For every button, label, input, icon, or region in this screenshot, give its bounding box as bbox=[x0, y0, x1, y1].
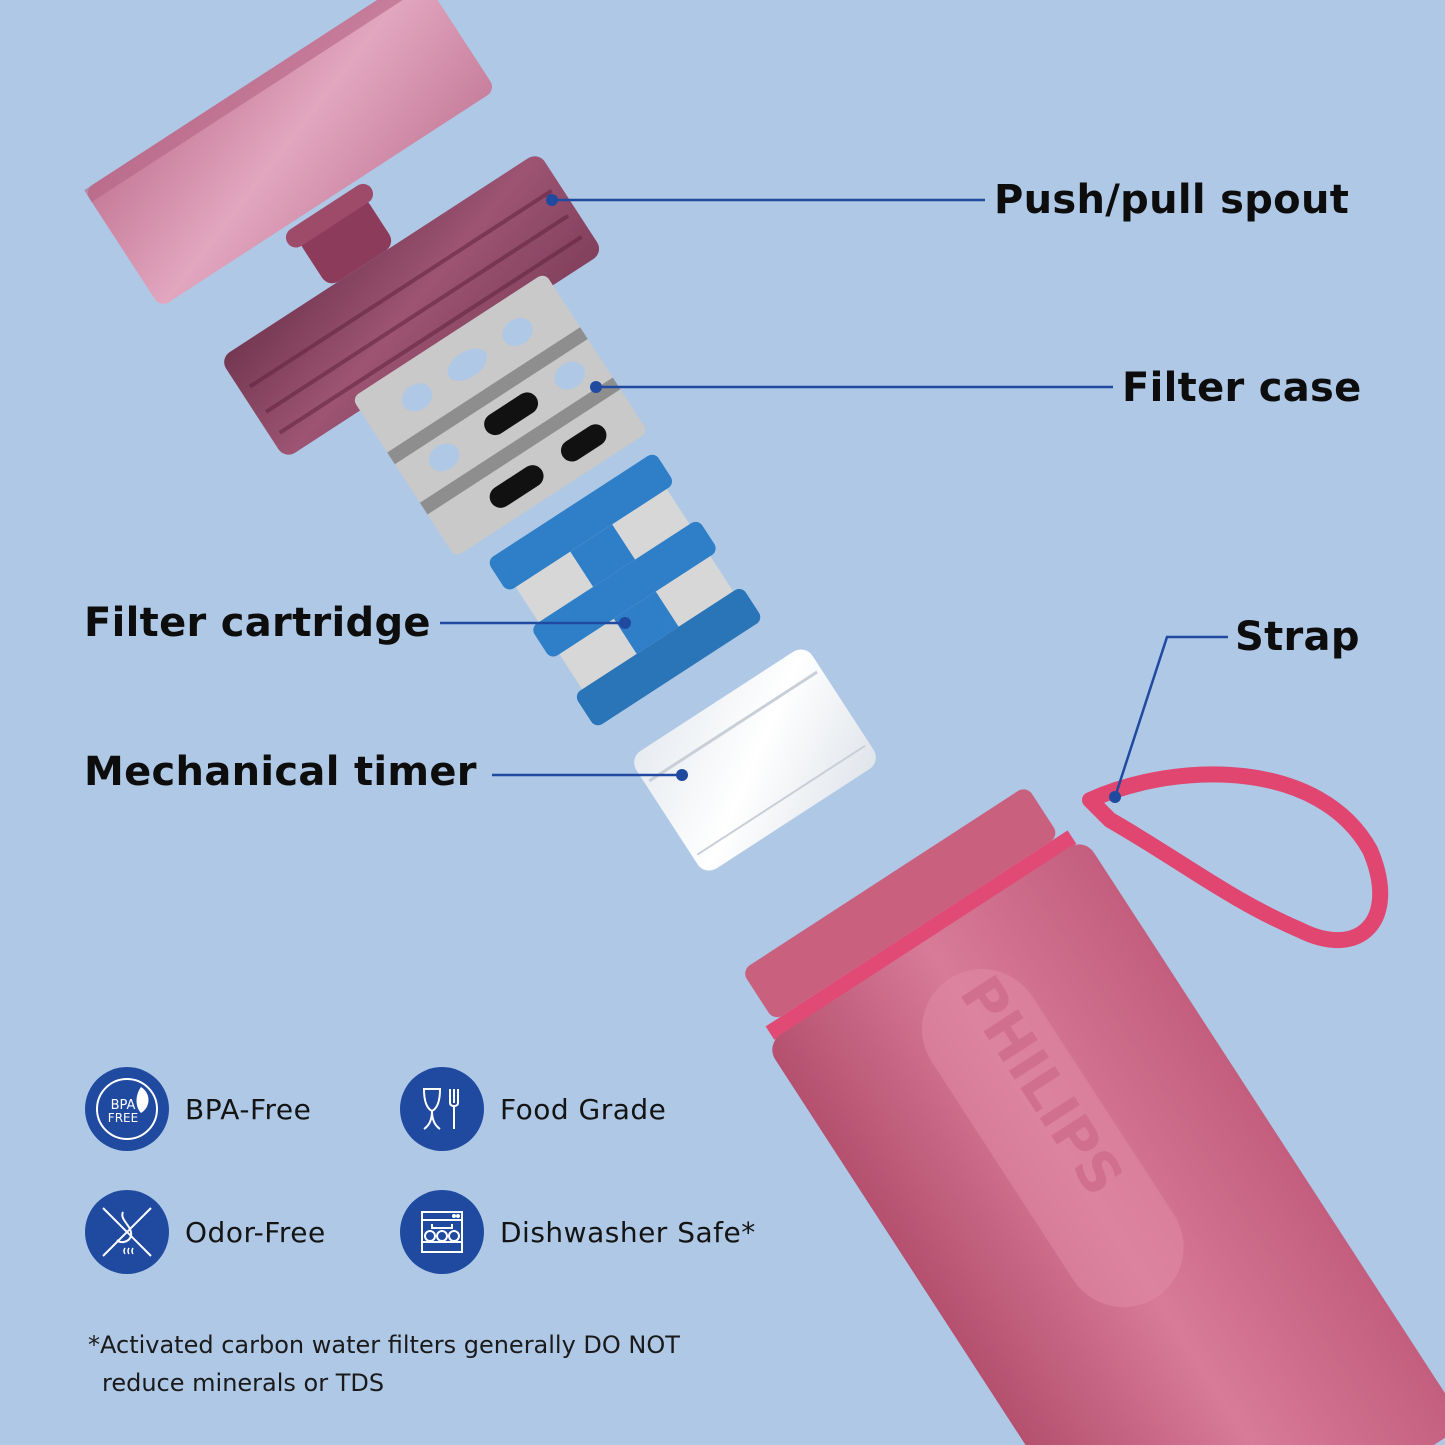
filter-cartridge bbox=[489, 454, 761, 726]
feature-food-grade: Food Grade bbox=[400, 1067, 666, 1151]
feature-dishwasher-safe: Dishwasher Safe* bbox=[400, 1190, 756, 1274]
feature-bpa-free: BPA FREE BPA-Free bbox=[85, 1067, 311, 1151]
footnote-line-1: *Activated carbon water filters generall… bbox=[88, 1331, 680, 1359]
callout-line-strap bbox=[1113, 635, 1228, 798]
footnote: *Activated carbon water filters generall… bbox=[88, 1326, 680, 1402]
callout-lines bbox=[440, 198, 1228, 798]
footnote-line-2: reduce minerals or TDS bbox=[102, 1369, 385, 1397]
filter-case bbox=[354, 275, 646, 555]
label-mechanical-timer: Mechanical timer bbox=[84, 749, 477, 795]
mechanical-timer bbox=[634, 649, 876, 871]
svg-text:FREE: FREE bbox=[108, 1111, 138, 1125]
label-filter-case: Filter case bbox=[1122, 365, 1362, 411]
callout-dots bbox=[546, 194, 1121, 803]
nose-crossed-icon bbox=[85, 1190, 169, 1274]
feature-odor-free: Odor-Free bbox=[85, 1190, 326, 1274]
svg-text:BPA: BPA bbox=[111, 1098, 136, 1113]
wineglass-fork-icon bbox=[400, 1067, 484, 1151]
feature-label: Odor-Free bbox=[185, 1215, 326, 1249]
label-strap: Strap bbox=[1235, 614, 1360, 660]
dishwasher-icon bbox=[400, 1190, 484, 1274]
feature-label: Food Grade bbox=[500, 1092, 667, 1126]
feature-label: BPA-Free bbox=[185, 1092, 312, 1126]
bottle-body: PHILIPS bbox=[745, 789, 1445, 1445]
strap bbox=[1082, 766, 1389, 948]
label-filter-cartridge: Filter cartridge bbox=[84, 600, 431, 646]
feature-label: Dishwasher Safe* bbox=[500, 1215, 756, 1249]
label-push-pull-spout: Push/pull spout bbox=[994, 177, 1350, 223]
bpa-free-leaf-icon: BPA FREE bbox=[85, 1067, 169, 1151]
outer-cap bbox=[84, 0, 493, 304]
spout-lid bbox=[224, 156, 600, 455]
